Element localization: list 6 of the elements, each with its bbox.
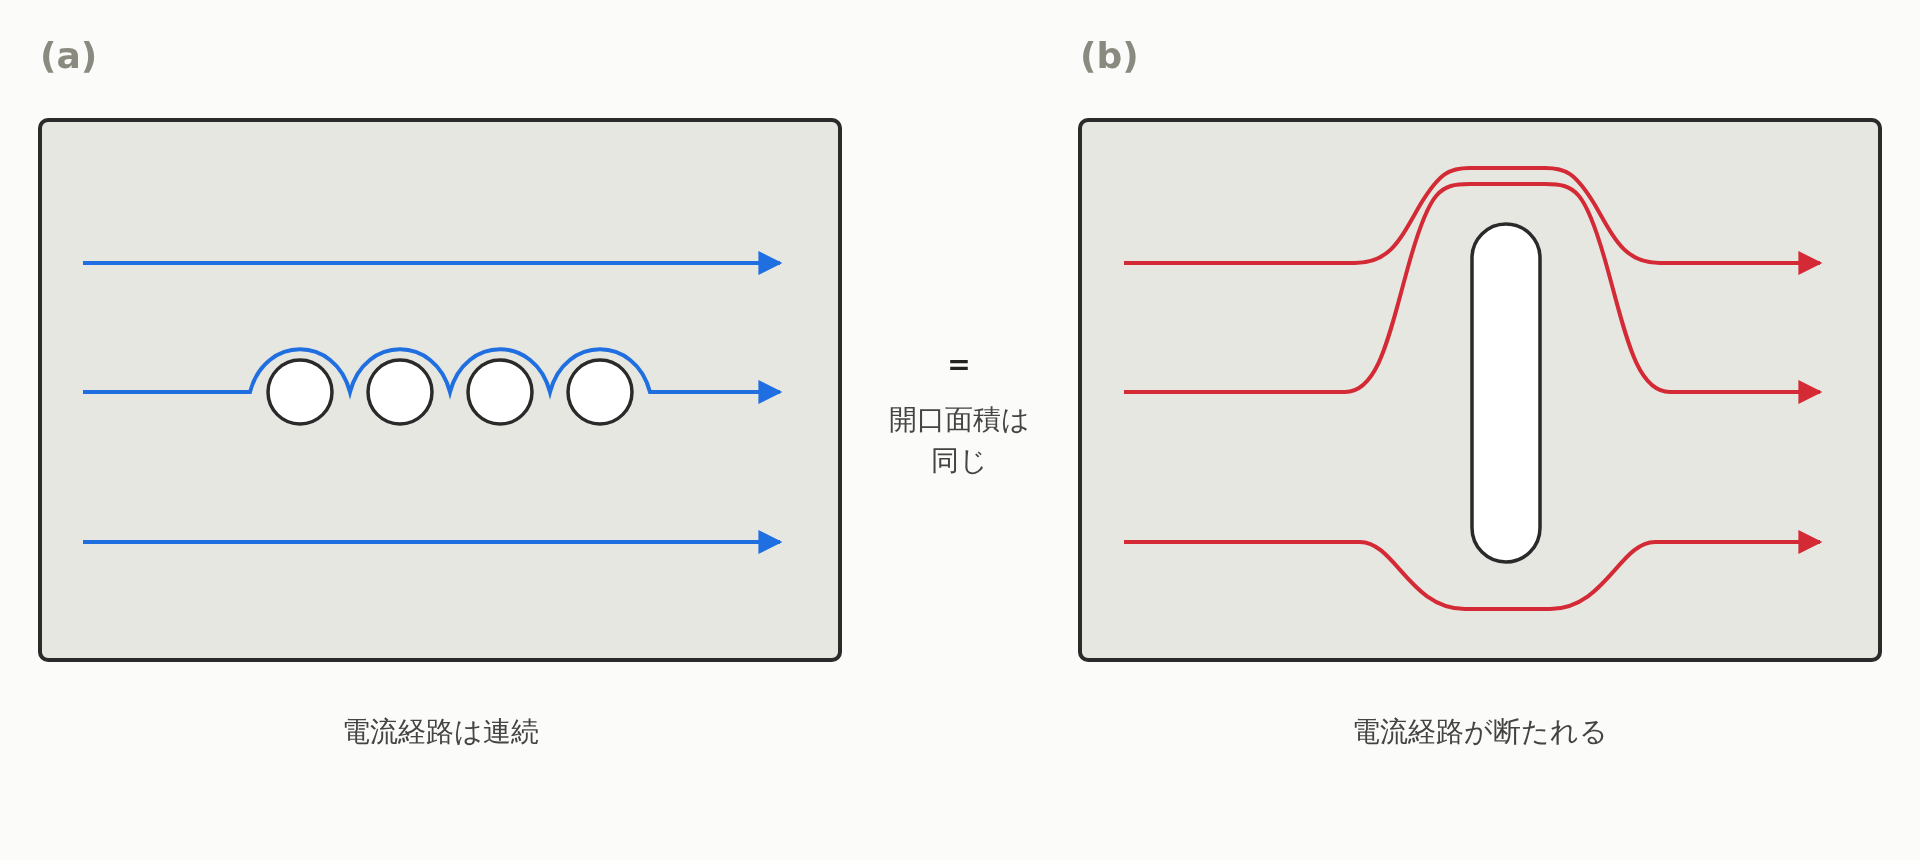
note-text: 開口面積は同じ (887, 402, 1031, 479)
panel-label: (b) (1080, 34, 1139, 78)
caption-text: 電流経路が断たれる (1352, 714, 1608, 750)
equals-sign: = (947, 347, 971, 383)
caption-text: 電流経路は連続 (341, 714, 539, 750)
panel-label: (a) (40, 34, 98, 78)
